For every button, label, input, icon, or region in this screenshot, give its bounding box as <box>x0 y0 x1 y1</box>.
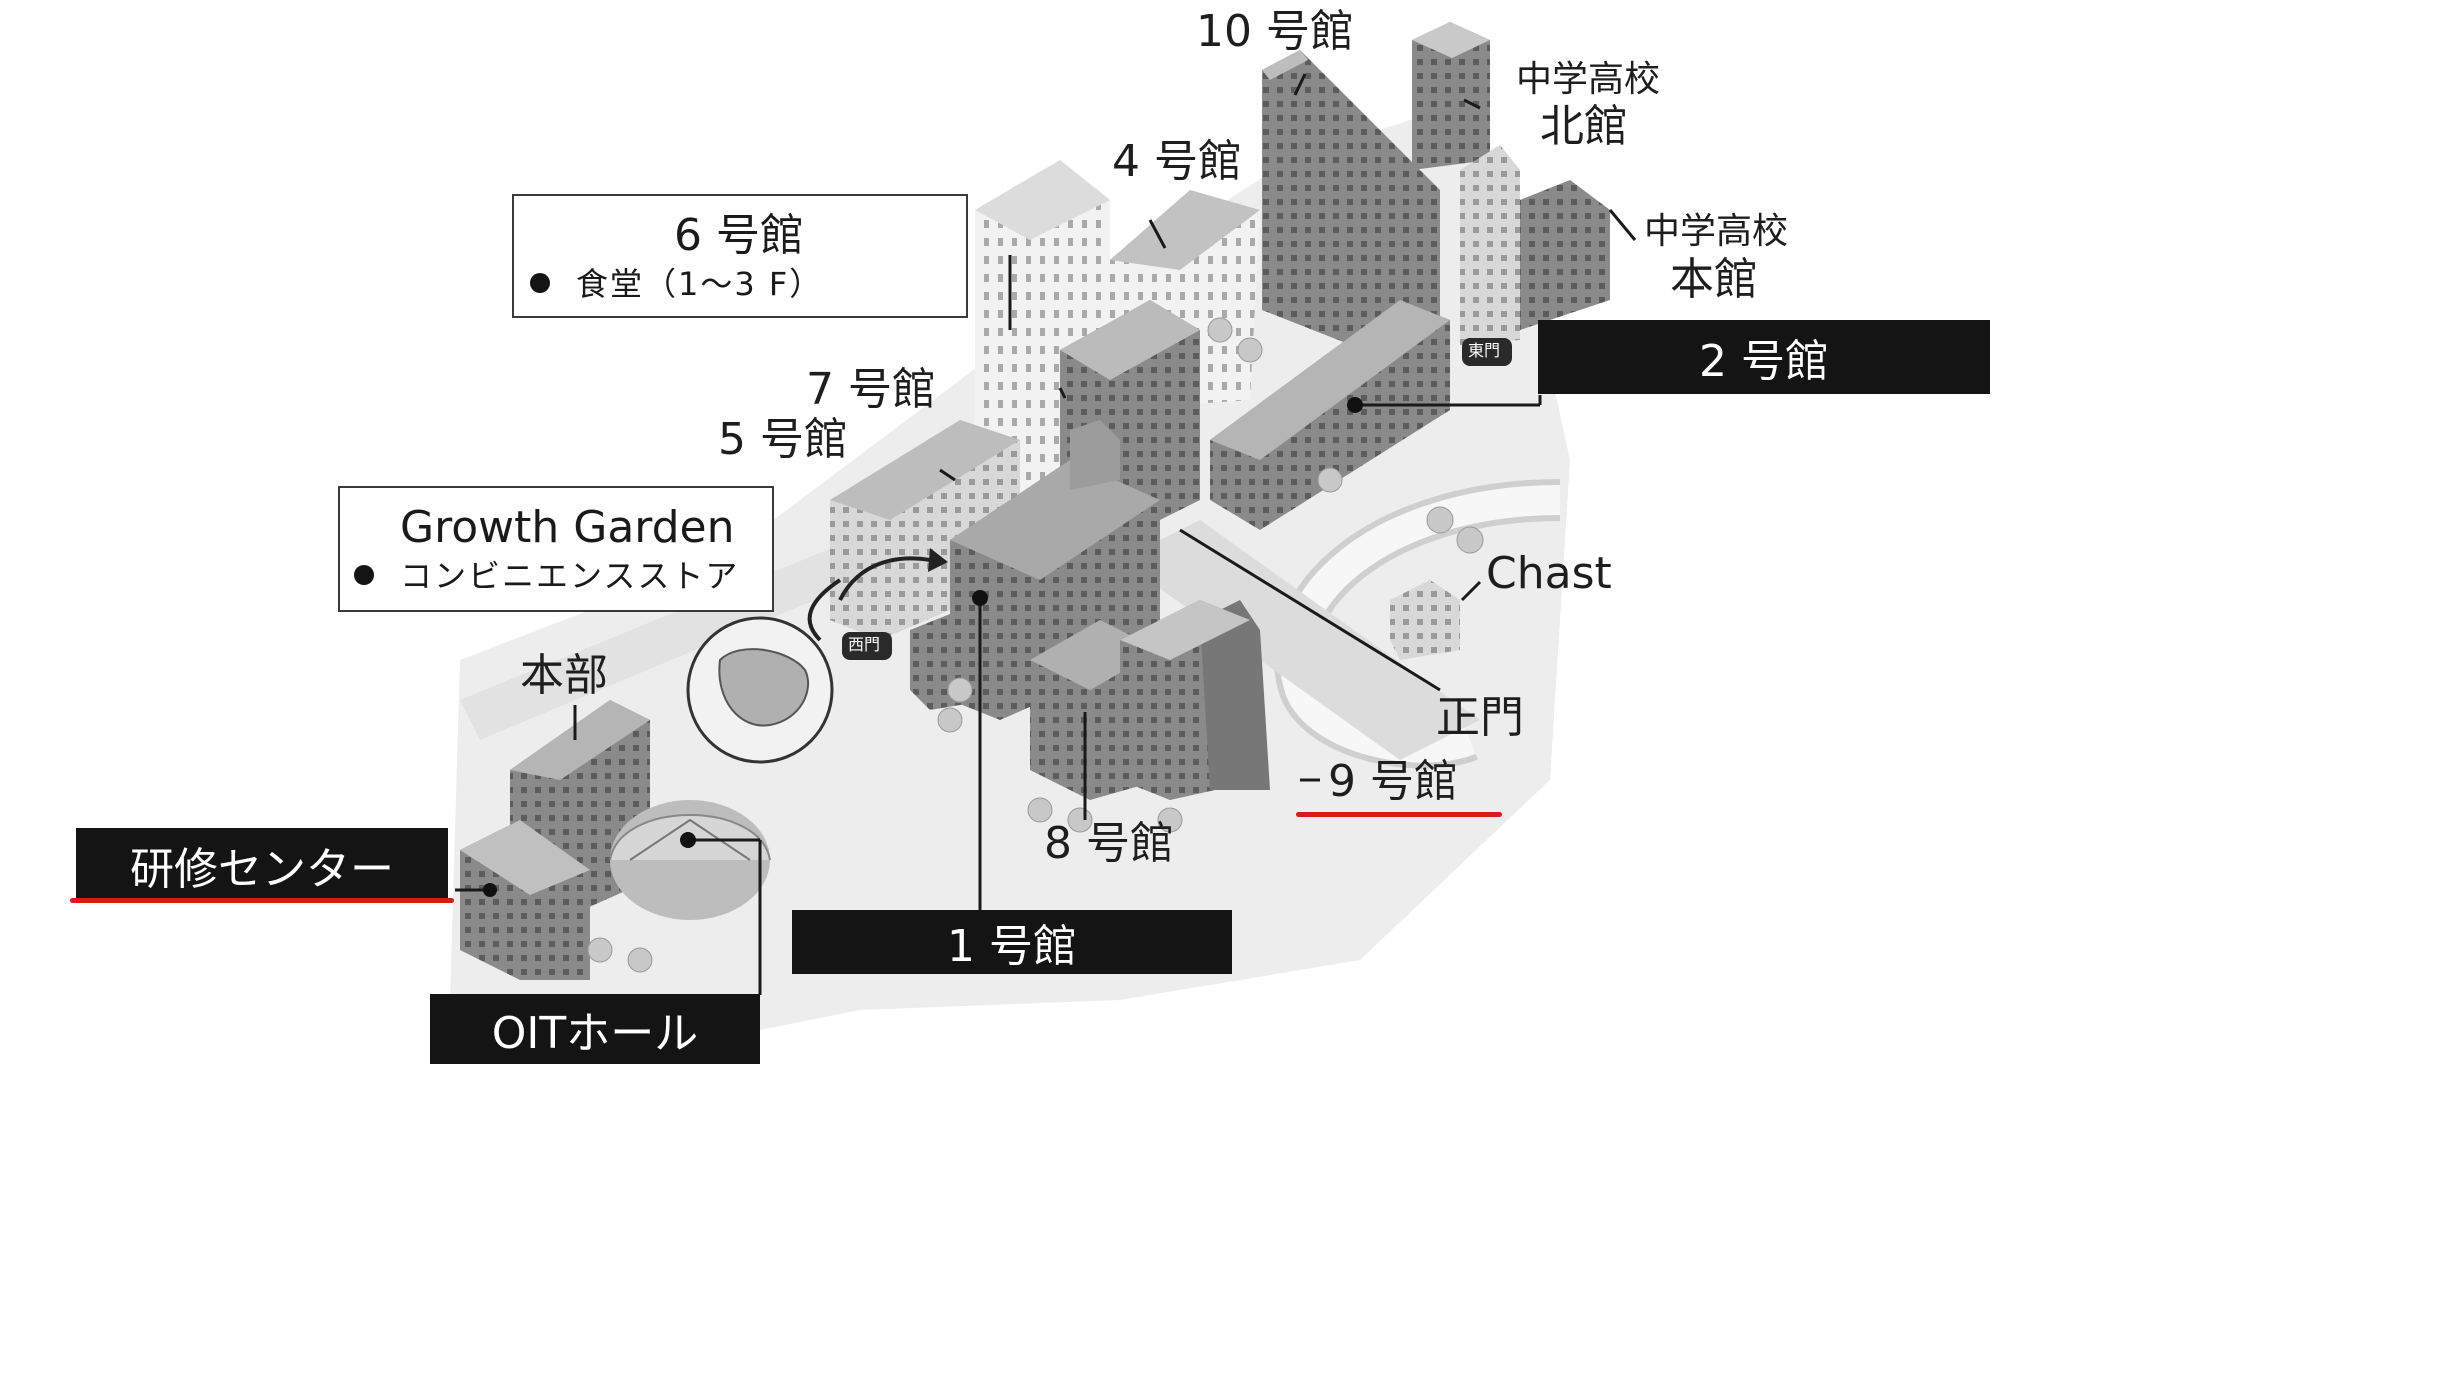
building-oit-hall <box>609 800 771 920</box>
building-6-note: 食堂（1～3 F） <box>530 268 823 300</box>
label-training-center: 研修センター <box>76 828 448 902</box>
growth-garden-note: コンビニエンスストア <box>354 560 739 592</box>
building-10 <box>1262 50 1440 380</box>
label-building-7: 7 号館 <box>806 364 936 415</box>
bullet-icon <box>530 273 550 293</box>
west-gate-marker <box>842 632 892 660</box>
label-jh-north-line1: 中学高校 <box>1516 59 1661 100</box>
label-oit-hall: OITホール <box>430 994 760 1064</box>
label-building-9: 9 号館 <box>1328 756 1458 807</box>
training-center-highlight-underline <box>70 898 454 903</box>
label-chast: Chast <box>1486 548 1612 599</box>
building-2 <box>1210 300 1450 530</box>
building-6-callout: 6 号館 食堂（1～3 F） <box>512 194 968 318</box>
east-gate-marker <box>1462 338 1512 366</box>
label-jh-north-line2: 北館 <box>1540 101 1628 152</box>
leader-dots <box>483 397 1363 897</box>
label-main-gate: 正門 <box>1436 692 1524 743</box>
building-9 <box>1120 600 1270 800</box>
building-training-center <box>460 820 590 980</box>
label-building-1: 1 号館 <box>792 910 1232 974</box>
bullet-icon <box>354 565 374 585</box>
trees <box>587 317 1484 973</box>
building-jh-main <box>1460 145 1610 345</box>
label-growth-garden: Growth Garden <box>400 502 735 553</box>
label-jh-main-line2: 本館 <box>1670 254 1758 305</box>
building-chast <box>1390 580 1460 660</box>
building-jh-north <box>1412 22 1490 170</box>
label-building-2: 2 号館 <box>1538 320 1990 394</box>
label-building-6-note: 食堂（1～3 F） <box>576 265 824 303</box>
label-honbu: 本部 <box>520 650 608 701</box>
label-west-gate: 西門 <box>848 635 881 654</box>
label-building-4: 4 号館 <box>1112 136 1242 187</box>
label-east-gate: 東門 <box>1468 341 1501 360</box>
label-jh-main-line1: 中学高校 <box>1644 211 1789 252</box>
label-growth-garden-note: コンビニエンスストア <box>400 557 740 595</box>
growth-garden-callout: Growth Garden コンビニエンスストア <box>338 486 774 612</box>
growth-garden-kiosk <box>686 548 948 764</box>
label-building-5: 5 号館 <box>718 414 848 465</box>
label-building-6: 6 号館 <box>674 210 804 261</box>
label-building-10: 10 号館 <box>1196 6 1354 57</box>
label-building-8: 8 号館 <box>1044 818 1174 869</box>
building-9-highlight-underline <box>1296 812 1502 817</box>
leader-lines <box>455 73 1637 995</box>
